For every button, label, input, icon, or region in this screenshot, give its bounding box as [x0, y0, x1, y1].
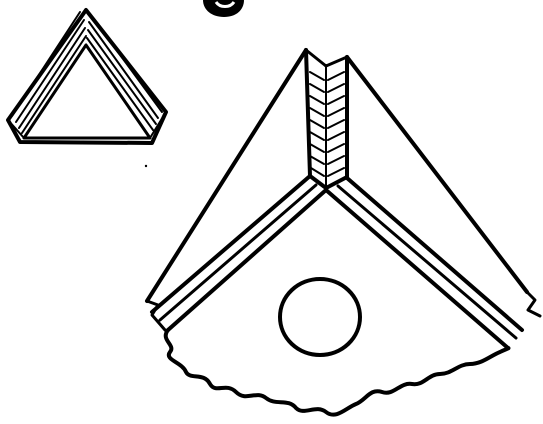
folded-triangle-icon	[8, 10, 166, 143]
torn-edge	[166, 330, 509, 415]
paper-house-illustration	[145, 50, 540, 415]
round-window	[280, 279, 360, 355]
top-badge-icon	[203, 0, 244, 17]
